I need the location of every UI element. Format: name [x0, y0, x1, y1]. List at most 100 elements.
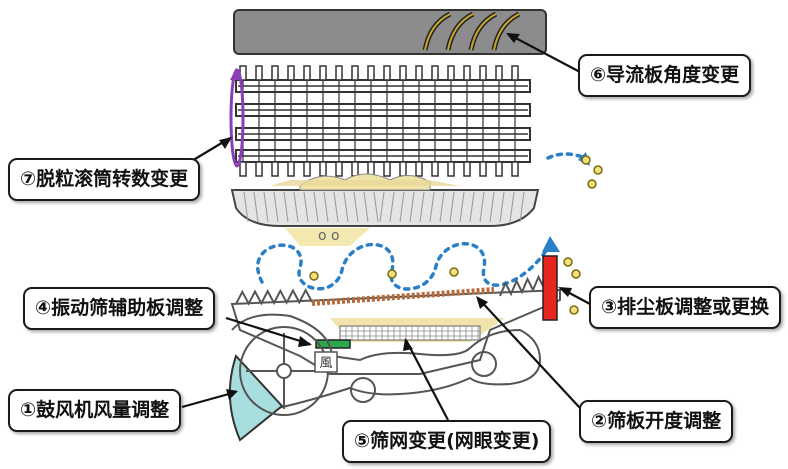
drum-tooth — [479, 161, 487, 177]
sieve-teeth-right — [499, 274, 545, 297]
fan-blade — [228, 354, 284, 442]
sieve-plate — [311, 287, 495, 306]
grate-rib — [379, 191, 385, 223]
grate-rib — [479, 191, 485, 223]
grate-rib — [419, 191, 425, 223]
drum-tooth — [351, 65, 359, 81]
drum-tooth — [495, 161, 503, 177]
grain-particle — [581, 155, 591, 165]
drum-tooth — [239, 161, 247, 177]
dust-exhaust-plate — [542, 255, 558, 321]
drum-tooth — [399, 65, 407, 81]
grain-particle — [449, 267, 459, 277]
arrowhead-2 — [476, 296, 488, 309]
drum-tooth — [271, 161, 279, 177]
drum-tooth — [463, 65, 471, 81]
drum-tooth — [495, 65, 503, 81]
vibrating-sieve — [230, 274, 561, 375]
grate-rib — [499, 191, 505, 223]
sieve-teeth-left — [235, 288, 313, 306]
screen-mesh-lines — [340, 326, 480, 340]
grate-rib — [459, 191, 465, 223]
blower-fan — [228, 326, 329, 442]
callout-sieve-opening: ②筛板开度调整 — [579, 400, 734, 443]
guide-vane — [493, 13, 520, 51]
guide-vane — [424, 13, 451, 51]
grate-rib — [469, 191, 475, 223]
grate-rib — [253, 191, 259, 223]
drum-tooth — [415, 161, 423, 177]
drum-rotation-arrowhead — [230, 68, 242, 80]
arrowhead-1 — [226, 389, 238, 400]
drum-tooth — [271, 65, 279, 81]
arrowhead-5 — [403, 338, 413, 351]
grain-particle — [571, 269, 581, 279]
callout-drum-speed: ⑦脱粒滚筒转数变更 — [8, 158, 201, 201]
grate-ribs — [243, 191, 525, 223]
grate-rib — [263, 191, 269, 223]
grate-rib — [353, 191, 359, 223]
grate-rib — [409, 191, 415, 223]
threshing-drum — [235, 65, 531, 177]
grate-rib — [293, 191, 299, 223]
drum-tooth — [287, 161, 295, 177]
arrowhead-3 — [558, 287, 572, 297]
grate-rib — [333, 191, 339, 223]
screen-mesh — [339, 325, 481, 341]
drum-tooth — [479, 65, 487, 81]
grain-particle — [309, 271, 319, 281]
grate-rib — [303, 191, 309, 223]
callout-guide-vane-angle: ⑥导流板角度变更 — [578, 54, 752, 97]
drum-tooth — [447, 65, 455, 81]
callout-blower-volume: ①鼓风机风量调整 — [8, 389, 182, 432]
drum-tooth — [431, 161, 439, 177]
leader-2 — [477, 297, 581, 409]
drum-tooth — [319, 65, 327, 81]
drum-tooth — [335, 161, 343, 177]
leader-6 — [507, 33, 581, 73]
drum-tooth — [287, 65, 295, 81]
svg-text:o o: o o — [318, 228, 340, 244]
grain-particle — [563, 257, 573, 267]
drum-tooth — [335, 65, 343, 81]
drum-tooth — [303, 161, 311, 177]
drum-tooth — [319, 161, 327, 177]
drum-tooth — [255, 65, 263, 81]
guide-vane — [447, 13, 474, 51]
grate-rib — [509, 191, 515, 223]
drum-tooth — [399, 161, 407, 177]
arrowhead-4 — [298, 336, 312, 347]
grain-particle — [569, 305, 579, 315]
top-cover-plate — [233, 9, 547, 55]
grate-rib — [519, 191, 525, 223]
drum-tooth — [367, 65, 375, 81]
grate-rib — [439, 191, 445, 223]
grain-particle — [593, 165, 603, 175]
leader-5 — [405, 339, 449, 421]
grate-rib — [389, 191, 395, 223]
auxiliary-plate — [315, 339, 351, 349]
drum-tooth — [415, 65, 423, 81]
grate-rib — [489, 191, 495, 223]
grate-rib — [429, 191, 435, 223]
guide-vane — [470, 13, 497, 51]
airflow-arrowhead — [542, 236, 560, 252]
grate-rib — [313, 191, 319, 223]
grate-rib — [449, 191, 455, 223]
drum-tooth — [303, 65, 311, 81]
grate-rib — [363, 191, 369, 223]
drum-tooth — [383, 65, 391, 81]
callout-dust-plate: ③排尘板调整或更换 — [589, 286, 782, 329]
grain-particle — [387, 269, 397, 279]
fan-label: 風 — [319, 356, 332, 371]
arrowhead-7 — [219, 137, 232, 149]
leader-arrowheads — [219, 33, 572, 400]
arrowhead-6 — [506, 33, 520, 43]
drum-tooth — [511, 161, 519, 177]
drum-tooth — [383, 161, 391, 177]
grate-rib — [373, 191, 379, 223]
grain-particle — [587, 179, 597, 189]
drum-tooth — [463, 161, 471, 177]
drum-tooth — [447, 161, 455, 177]
